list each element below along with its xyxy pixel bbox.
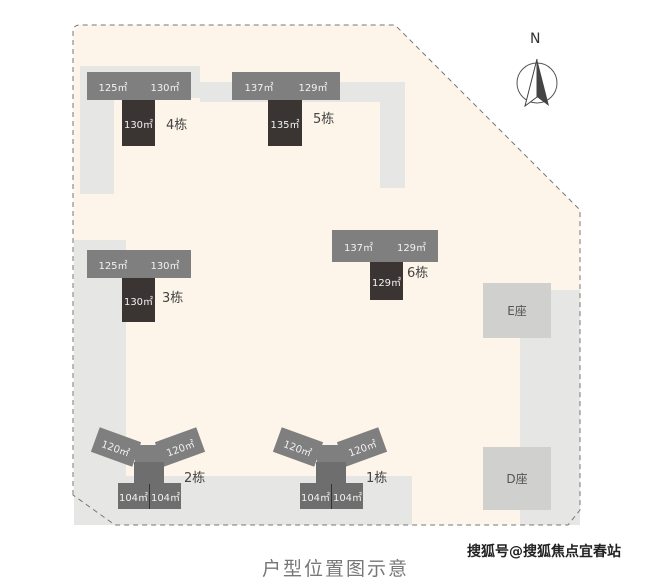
unit-4-a[interactable]: 125㎡ (87, 72, 139, 100)
building-2-label: 2栋 (184, 471, 206, 486)
unit-6-a[interactable]: 137㎡ (332, 230, 385, 262)
unit-1-c[interactable]: 104㎡ (300, 483, 331, 509)
building-1-label: 1栋 (366, 471, 388, 486)
building-6-label: 6栋 (407, 266, 429, 281)
unit-6-c[interactable]: 129㎡ (370, 262, 403, 300)
compass-north-label: N (530, 31, 541, 47)
caption: 户型位置图示意 (262, 558, 410, 580)
unit-5-c[interactable]: 135㎡ (268, 100, 302, 146)
building-3-label: 3栋 (162, 291, 184, 306)
core-1 (317, 445, 347, 463)
core-2 (135, 445, 165, 463)
unit-5-b[interactable]: 129㎡ (286, 72, 340, 100)
core-1-lower (316, 462, 346, 484)
seat-d[interactable]: D座 (483, 447, 551, 510)
unit-6-b[interactable]: 129㎡ (385, 230, 438, 262)
unit-3-c[interactable]: 130㎡ (122, 278, 155, 322)
unit-4-c[interactable]: 130㎡ (122, 100, 155, 146)
building-4-label: 4栋 (166, 118, 188, 133)
seat-e[interactable]: E座 (483, 283, 551, 338)
watermark: 搜狐号@搜狐焦点宜春站 (467, 541, 621, 561)
road (380, 82, 405, 188)
unit-1-d[interactable]: 104㎡ (331, 483, 363, 509)
unit-2-c[interactable]: 104㎡ (118, 483, 149, 509)
core-2-lower (134, 462, 164, 484)
unit-3-a[interactable]: 125㎡ (87, 250, 139, 278)
building-5-label: 5栋 (313, 112, 335, 127)
compass-icon (516, 58, 558, 108)
unit-4-b[interactable]: 130㎡ (139, 72, 191, 100)
unit-5-a[interactable]: 137㎡ (232, 72, 286, 100)
unit-3-b[interactable]: 130㎡ (139, 250, 191, 278)
unit-2-d[interactable]: 104㎡ (149, 483, 181, 509)
